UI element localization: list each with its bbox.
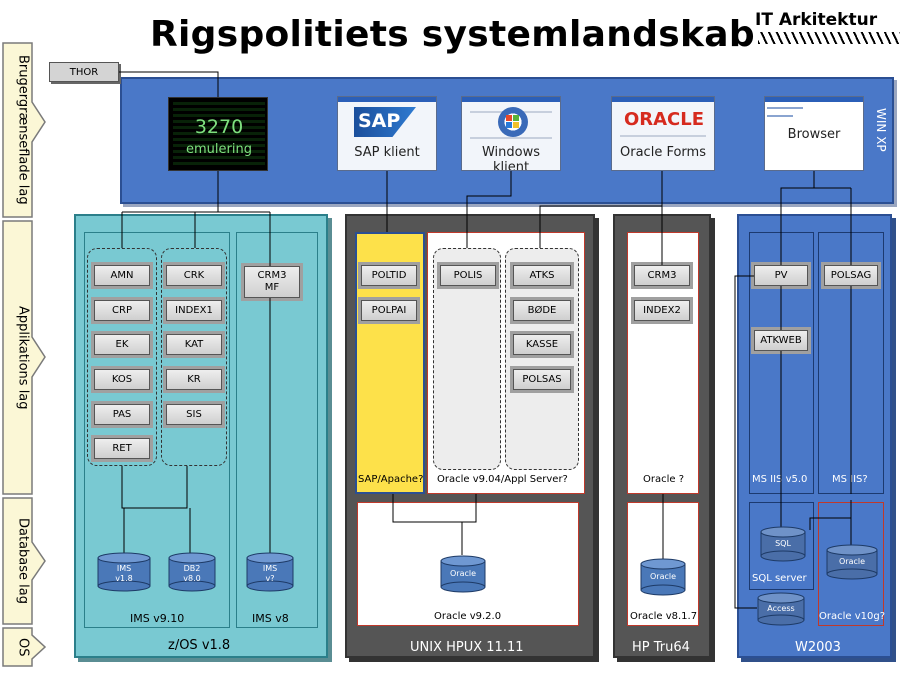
app-atks: ATKS bbox=[510, 262, 574, 289]
ims-v8-label: IMS v8 bbox=[252, 612, 289, 625]
layer-ui-label: Brugergrænseflade lag bbox=[15, 55, 31, 205]
sap-client: SAP SAP klient bbox=[337, 96, 437, 171]
browser-label: Browser bbox=[787, 127, 841, 142]
db-oracle-w2003-label: Oracle bbox=[838, 557, 866, 566]
db-db2-line2: v8.0 bbox=[183, 574, 201, 583]
sap-client-label: SAP klient bbox=[354, 145, 420, 160]
ims-v910-label: IMS v9.10 bbox=[130, 612, 185, 625]
db-oracle-unix-label: Oracle bbox=[449, 569, 477, 578]
badge-stripes bbox=[758, 32, 900, 44]
db-oracle-w2003: Oracle bbox=[826, 544, 878, 580]
app-pas: PAS bbox=[91, 401, 153, 428]
db-ims-v-line2: v? bbox=[265, 574, 275, 583]
app-pv: PV bbox=[751, 262, 811, 289]
app-ek: EK bbox=[91, 331, 153, 358]
db-sql-label: SQL bbox=[775, 539, 791, 548]
oracle-logo-text: ORACLE bbox=[623, 109, 705, 130]
app-kr: KR bbox=[163, 366, 225, 393]
db-ims-v18-line1: IMS bbox=[116, 564, 132, 573]
app-index2: INDEX2 bbox=[631, 297, 693, 324]
terminal-title: 3270 bbox=[194, 116, 244, 138]
db-ims-v-line1: IMS bbox=[262, 564, 278, 573]
browser-client: Browser bbox=[764, 96, 864, 171]
app-crp: CRP bbox=[91, 297, 153, 324]
app-polsas: POLSAS bbox=[510, 366, 574, 393]
app-polis: POLIS bbox=[437, 262, 499, 289]
sap-logo-text: SAP bbox=[358, 110, 401, 132]
db-db2-line1: DB2 bbox=[183, 564, 201, 573]
app-bode: BØDE bbox=[510, 297, 574, 324]
app-crk: CRK bbox=[163, 262, 225, 289]
thor-box: THOR bbox=[49, 62, 119, 82]
app-kos: KOS bbox=[91, 366, 153, 393]
windows-client: Windows klient bbox=[461, 96, 561, 171]
oracle-appserver-label: Oracle v9.04/Appl Server? bbox=[437, 474, 568, 485]
db-oracle-hp-label: Oracle bbox=[649, 572, 677, 581]
db-access: Access bbox=[757, 592, 805, 626]
sql-server-label: SQL server bbox=[752, 573, 807, 584]
layer-app: Applikations lag bbox=[2, 220, 46, 495]
page-title: Rigspolitiets systemlandskab bbox=[150, 14, 755, 55]
oracle-forms-client: ORACLE Oracle Forms bbox=[611, 96, 715, 171]
w2003-os-label: W2003 bbox=[795, 640, 841, 655]
layer-db-label: Database lag bbox=[15, 518, 31, 604]
layer-ui: Brugergrænseflade lag bbox=[2, 42, 46, 218]
win-xp-label: WIN XP bbox=[874, 108, 888, 152]
windows-client-label: Windows klient bbox=[481, 145, 541, 171]
app-polpai: POLPAI bbox=[358, 297, 420, 324]
app-index1: INDEX1 bbox=[163, 297, 225, 324]
app-polsag: POLSAG bbox=[821, 262, 881, 289]
app-ret: RET bbox=[91, 435, 153, 462]
app-kat: KAT bbox=[163, 331, 225, 358]
terminal-3270: 3270 emulering bbox=[168, 97, 268, 171]
db-oracle-hp: Oracle bbox=[640, 558, 686, 596]
layer-db: Database lag bbox=[2, 497, 46, 625]
oracle-10g-label: Oracle v10g? bbox=[819, 611, 886, 622]
windows-logo-icon bbox=[498, 107, 528, 137]
app-poltid: POLTID bbox=[358, 262, 420, 289]
app-kasse: KASSE bbox=[510, 331, 574, 358]
app-amn: AMN bbox=[91, 262, 153, 289]
layer-app-label: Applikations lag bbox=[15, 305, 31, 410]
it-arkitektur-badge: IT Arkitektur bbox=[755, 10, 878, 30]
oracle-817-label: Oracle v8.1.7 bbox=[630, 611, 698, 622]
sap-apache-label: SAP/Apache? bbox=[358, 474, 424, 485]
app-crm3: CRM3 bbox=[631, 262, 693, 289]
db-oracle-unix: Oracle bbox=[440, 555, 486, 593]
zos-group-1 bbox=[87, 248, 157, 466]
layer-os: OS bbox=[2, 627, 46, 667]
hp-os-label: HP Tru64 bbox=[632, 640, 690, 655]
zos-os-label: z/OS v1.8 bbox=[168, 638, 231, 653]
db-ims-v18-line2: v1.8 bbox=[115, 574, 133, 583]
app-crm3-mf: CRM3 MF bbox=[241, 263, 303, 301]
zos-group-2 bbox=[161, 248, 227, 466]
unix-os-label: UNIX HPUX 11.11 bbox=[410, 640, 524, 655]
oracle-forms-label: Oracle Forms bbox=[620, 145, 706, 160]
iis-label: MS IIS? bbox=[832, 474, 868, 485]
app-sis: SIS bbox=[163, 401, 225, 428]
db-access-label: Access bbox=[767, 604, 795, 613]
layer-os-label: OS bbox=[15, 637, 31, 657]
hp-app-label: Oracle ? bbox=[643, 474, 685, 485]
terminal-subtitle: emulering bbox=[186, 142, 252, 157]
iis50-label: MS IIS v5.0 bbox=[752, 474, 808, 485]
oracle-920-label: Oracle v9.2.0 bbox=[434, 611, 502, 622]
app-atkweb: ATKWEB bbox=[751, 327, 811, 354]
db-sql: SQL bbox=[760, 526, 806, 562]
